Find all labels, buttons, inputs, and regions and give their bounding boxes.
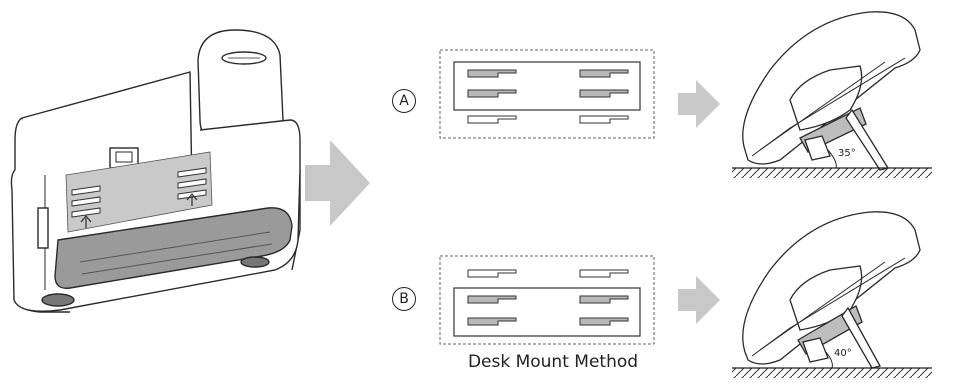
slot-panel-a bbox=[439, 49, 655, 139]
main-right-arrow bbox=[305, 140, 370, 226]
option-a-label: A bbox=[392, 89, 416, 113]
desk-surface-a bbox=[732, 168, 932, 178]
side-view-a bbox=[742, 11, 921, 171]
option-b-label: B bbox=[392, 287, 416, 311]
angle-b-label: 40° bbox=[834, 348, 852, 359]
slot-panel-b bbox=[439, 255, 655, 345]
phone-back-illustration bbox=[10, 29, 301, 313]
diagram-caption: Desk Mount Method bbox=[467, 352, 639, 372]
desk-surface-b bbox=[732, 368, 932, 378]
side-view-b bbox=[742, 211, 921, 369]
arrow-b bbox=[678, 276, 720, 324]
angle-a-label: 35° bbox=[838, 148, 856, 159]
arrow-a bbox=[678, 80, 720, 128]
